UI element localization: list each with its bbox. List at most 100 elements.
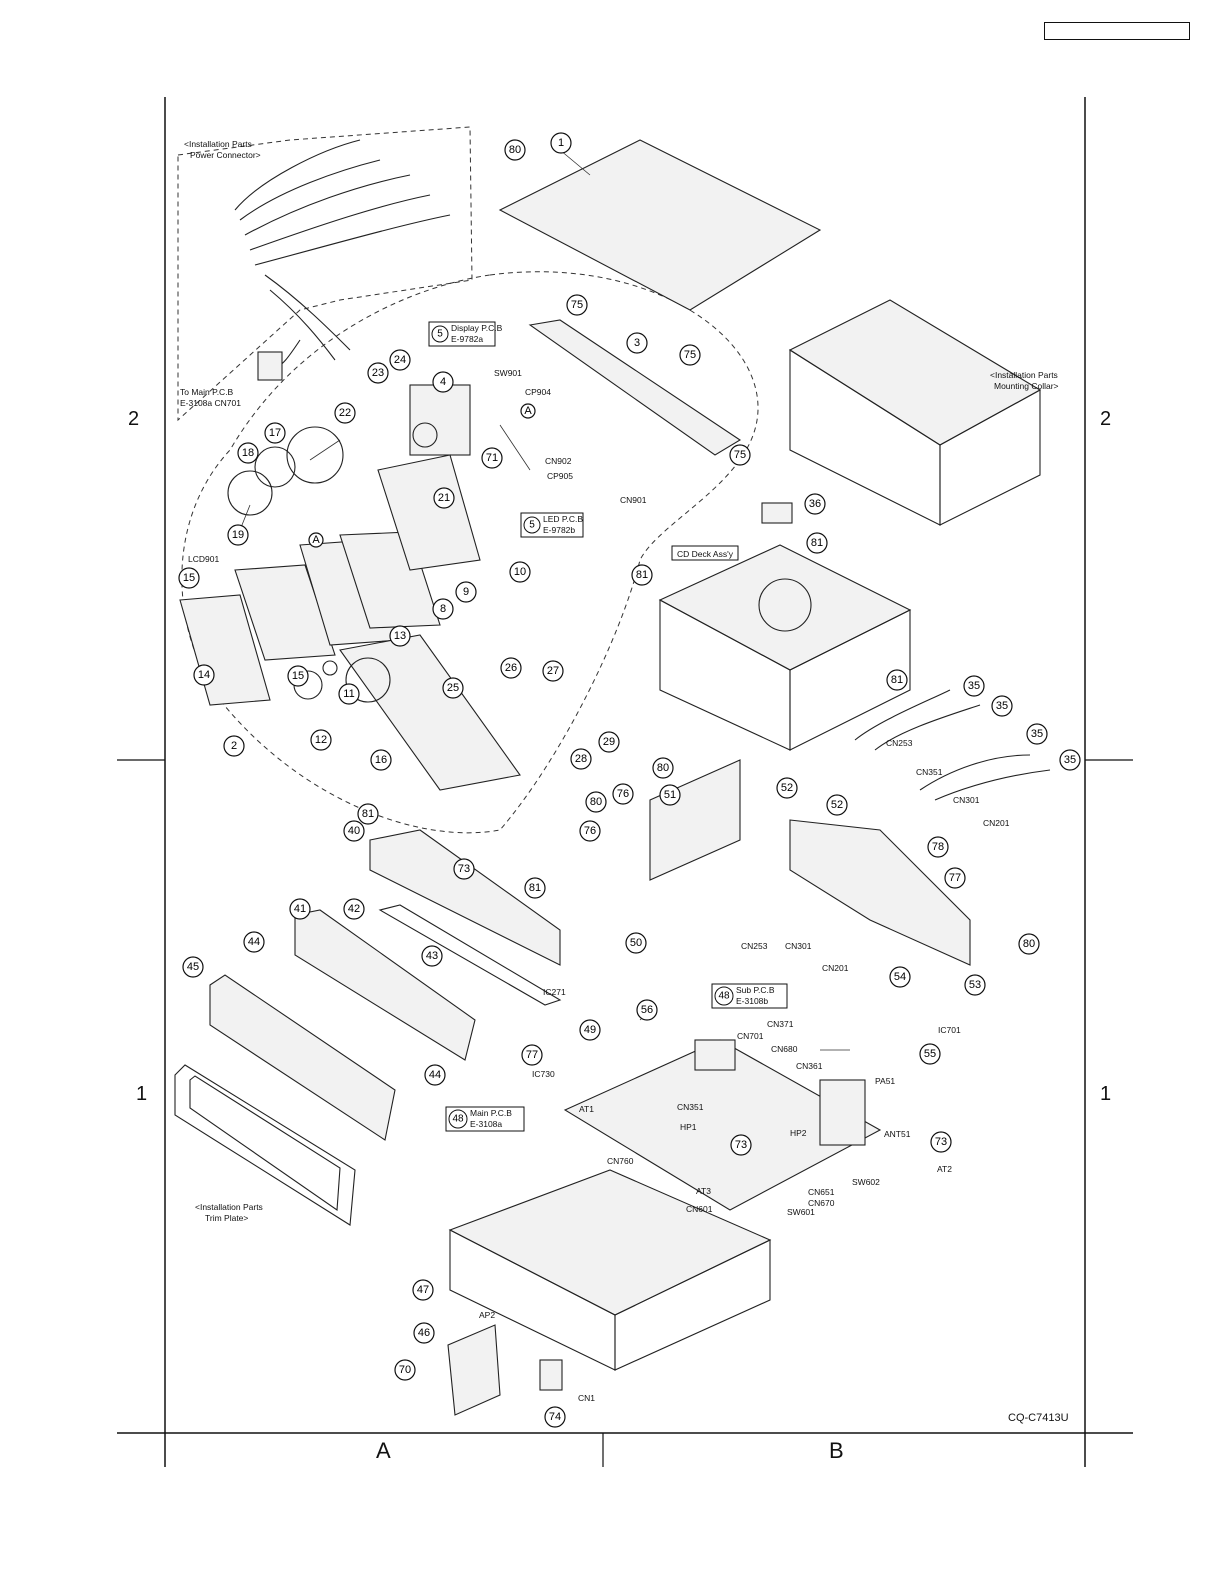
svg-text:35: 35: [1064, 754, 1076, 766]
connector-label-cn201: CN201: [822, 963, 849, 973]
svg-text:LED P.C.B: LED P.C.B: [543, 514, 583, 524]
main-pcb-label: 48 Main P.C.B E-3108a: [445, 1106, 525, 1132]
trim-plate-note-1: <Installation Parts: [195, 1202, 263, 1212]
svg-text:23: 23: [372, 367, 384, 379]
part-callout-12: 12: [310, 729, 332, 751]
svg-text:44: 44: [248, 936, 260, 948]
svg-text:81: 81: [529, 882, 541, 894]
connector-label-cn651: CN651: [808, 1187, 835, 1197]
part-callout-75: 75: [729, 444, 751, 466]
connector-label-sw602: SW602: [852, 1177, 880, 1187]
part-callout-13: 13: [389, 625, 411, 647]
svg-text:35: 35: [968, 680, 980, 692]
part-callout-56: 56: [636, 999, 658, 1021]
part-callout-55: 55: [919, 1043, 941, 1065]
part-callout-52: 52: [826, 794, 848, 816]
connector-label-ap2: AP2: [479, 1310, 495, 1320]
svg-text:80: 80: [590, 796, 602, 808]
cd-label: [761, 502, 793, 524]
svg-text:77: 77: [526, 1049, 538, 1061]
mechanism-frame: [409, 384, 471, 456]
svg-text:71: 71: [486, 452, 498, 464]
part-callout-44: 44: [243, 931, 265, 953]
connector-label-ic271: IC271: [543, 987, 566, 997]
svg-text:50: 50: [630, 937, 642, 949]
svg-text:78: 78: [932, 841, 944, 853]
part-callout-76: 76: [612, 783, 634, 805]
svg-text:74: 74: [549, 1411, 561, 1423]
svg-text:Sub P.C.B: Sub P.C.B: [736, 985, 775, 995]
svg-text:A: A: [312, 534, 320, 546]
part-callout-73: 73: [453, 858, 475, 880]
svg-text:4: 4: [440, 376, 446, 388]
power-connector-harness: [234, 139, 451, 381]
part-callout-47: 47: [412, 1279, 434, 1301]
connector-label-cn760: CN760: [607, 1156, 634, 1166]
svg-text:35: 35: [996, 700, 1008, 712]
rear-panel-bracket: [447, 1324, 501, 1416]
connector-label-cn670: CN670: [808, 1198, 835, 1208]
lcd-panel: [234, 564, 336, 661]
svg-text:E-9782a: E-9782a: [451, 334, 483, 344]
part-callout-3: 3: [626, 332, 648, 354]
svg-text:5: 5: [529, 520, 535, 531]
part-callout-35: 35: [1026, 723, 1048, 745]
mounting-collar-note-1: <Installation Parts: [990, 370, 1058, 380]
svg-text:18: 18: [242, 447, 254, 459]
main-pcb: [563, 1039, 882, 1211]
connector-label-cn301: CN301: [953, 795, 980, 805]
power-connector-note-1: <Installation Parts: [184, 139, 252, 149]
svg-text:14: 14: [198, 669, 210, 681]
svg-text:47: 47: [417, 1284, 429, 1296]
svg-text:41: 41: [294, 903, 306, 915]
part-callout-54: 54: [889, 966, 911, 988]
column-label-b: B: [829, 1438, 844, 1463]
svg-text:26: 26: [505, 662, 517, 674]
part-callout-24: 24: [389, 349, 411, 371]
part-callout-40: 40: [343, 820, 365, 842]
connector-label-cn361: CN361: [796, 1061, 823, 1071]
svg-text:49: 49: [584, 1024, 596, 1036]
svg-text:81: 81: [891, 674, 903, 686]
part-callout-44: 44: [424, 1064, 446, 1086]
connector-label-at1: AT1: [579, 1104, 594, 1114]
part-callout-81: 81: [357, 803, 379, 825]
svg-text:10: 10: [514, 566, 526, 578]
part-callout-80: 80: [585, 791, 607, 813]
connector-label-ic730: IC730: [532, 1069, 555, 1079]
part-callout-35: 35: [963, 675, 985, 697]
part-callout-81: 81: [524, 877, 546, 899]
connector-label-cn253: CN253: [741, 941, 768, 951]
connector-label-cn201: CN201: [983, 818, 1010, 828]
svg-text:A: A: [524, 405, 532, 417]
part-callout-17: 17: [264, 422, 286, 444]
connector-label-at3: AT3: [696, 1186, 711, 1196]
connector-label-ant51: ANT51: [884, 1129, 911, 1139]
part-callout-8: 8: [432, 598, 454, 620]
svg-text:E-3108b: E-3108b: [736, 996, 768, 1006]
part-callout-78: 78: [927, 836, 949, 858]
part-callout-43: 43: [421, 945, 443, 967]
part-callout-73: 73: [930, 1131, 952, 1153]
cd-deck: [658, 544, 912, 751]
svg-text:46: 46: [418, 1327, 430, 1339]
svg-text:45: 45: [187, 961, 199, 973]
part-callout-27: 27: [542, 660, 564, 682]
part-callout-81: 81: [886, 669, 908, 691]
connector-label-ic701: IC701: [938, 1025, 961, 1035]
svg-text:21: 21: [438, 492, 450, 504]
part-callout-15: 15: [287, 665, 309, 687]
svg-text:42: 42: [348, 903, 360, 915]
top-cover: [498, 139, 822, 311]
part-callout-36: 36: [804, 493, 826, 515]
svg-text:12: 12: [315, 734, 327, 746]
part-callout-77: 77: [521, 1044, 543, 1066]
connector-label-cn901: CN901: [620, 495, 647, 505]
connector-label-pa51: PA51: [875, 1076, 895, 1086]
part-callout-21: 21: [433, 487, 455, 509]
part-callout-77: 77: [944, 867, 966, 889]
part-callout-49: 49: [579, 1019, 601, 1041]
part-callout-29: 29: [598, 731, 620, 753]
marker-a-1: A: [520, 403, 536, 419]
svg-text:52: 52: [831, 799, 843, 811]
